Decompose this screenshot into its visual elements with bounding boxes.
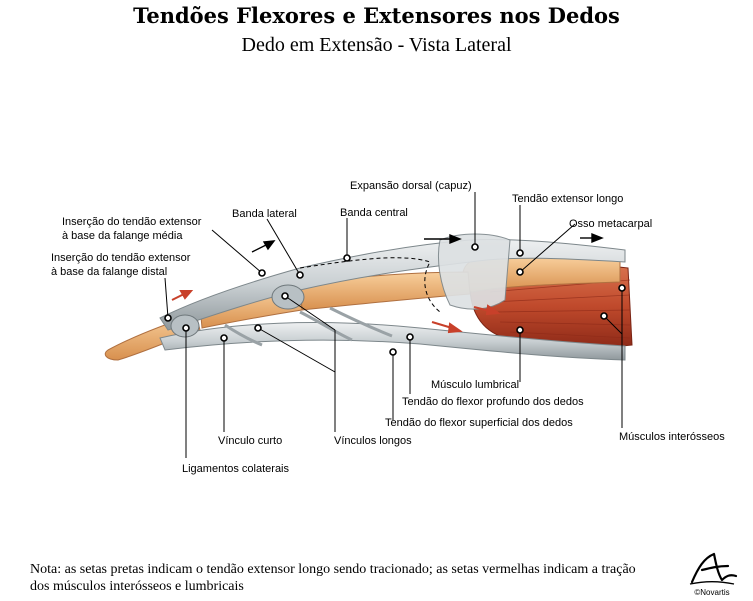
hood-outline-dashed [299, 257, 441, 313]
page-subtitle: Dedo em Extensão - Vista Lateral [241, 34, 512, 56]
footnote: Nota: as setas pretas indicam o tendão e… [30, 562, 636, 594]
label-insercao-distal-1: Inserção do tendão extensor [51, 252, 191, 264]
label-tendao-extensor-longo: Tendão extensor longo [512, 193, 623, 205]
label-insercao-media-1: Inserção do tendão extensor [62, 216, 202, 228]
label-musculo-lumbrical: Músculo lumbrical [431, 379, 519, 391]
copyright-text: ©Novartis [694, 588, 730, 597]
netter-signature-icon [689, 552, 738, 585]
marker-dots [164, 243, 626, 356]
label-ligamentos-colaterais: Ligamentos colaterais [182, 463, 290, 475]
netter-logo: ©Novartis [684, 548, 740, 597]
label-insercao-distal-2: à base da falange distal [51, 266, 167, 278]
label-banda-lateral: Banda lateral [232, 208, 297, 220]
vincula [224, 306, 393, 347]
page-title: Tendões Flexores e Extensores nos Dedos [133, 3, 620, 28]
label-osso-metacarpal: Osso metacarpal [569, 218, 652, 230]
label-insercao-media-2: à base da falange média [62, 230, 183, 242]
label-vinculos-longos: Vínculos longos [334, 435, 412, 447]
black-arrows [251, 232, 604, 253]
label-expansao-dorsal: Expansão dorsal (capuz) [350, 180, 472, 192]
muscle-fibers [489, 279, 631, 339]
label-banda-central: Banda central [340, 207, 408, 219]
label-flexor-profundo: Tendão do flexor profundo dos dedos [402, 396, 584, 408]
leader-lines [164, 192, 623, 458]
red-arrows [171, 290, 501, 334]
label-vinculo-curto: Vínculo curto [218, 435, 282, 447]
label-musculos-interosseos: Músculos interósseos [619, 431, 725, 443]
label-flexor-superficial: Tendão do flexor superficial dos dedos [385, 417, 573, 429]
